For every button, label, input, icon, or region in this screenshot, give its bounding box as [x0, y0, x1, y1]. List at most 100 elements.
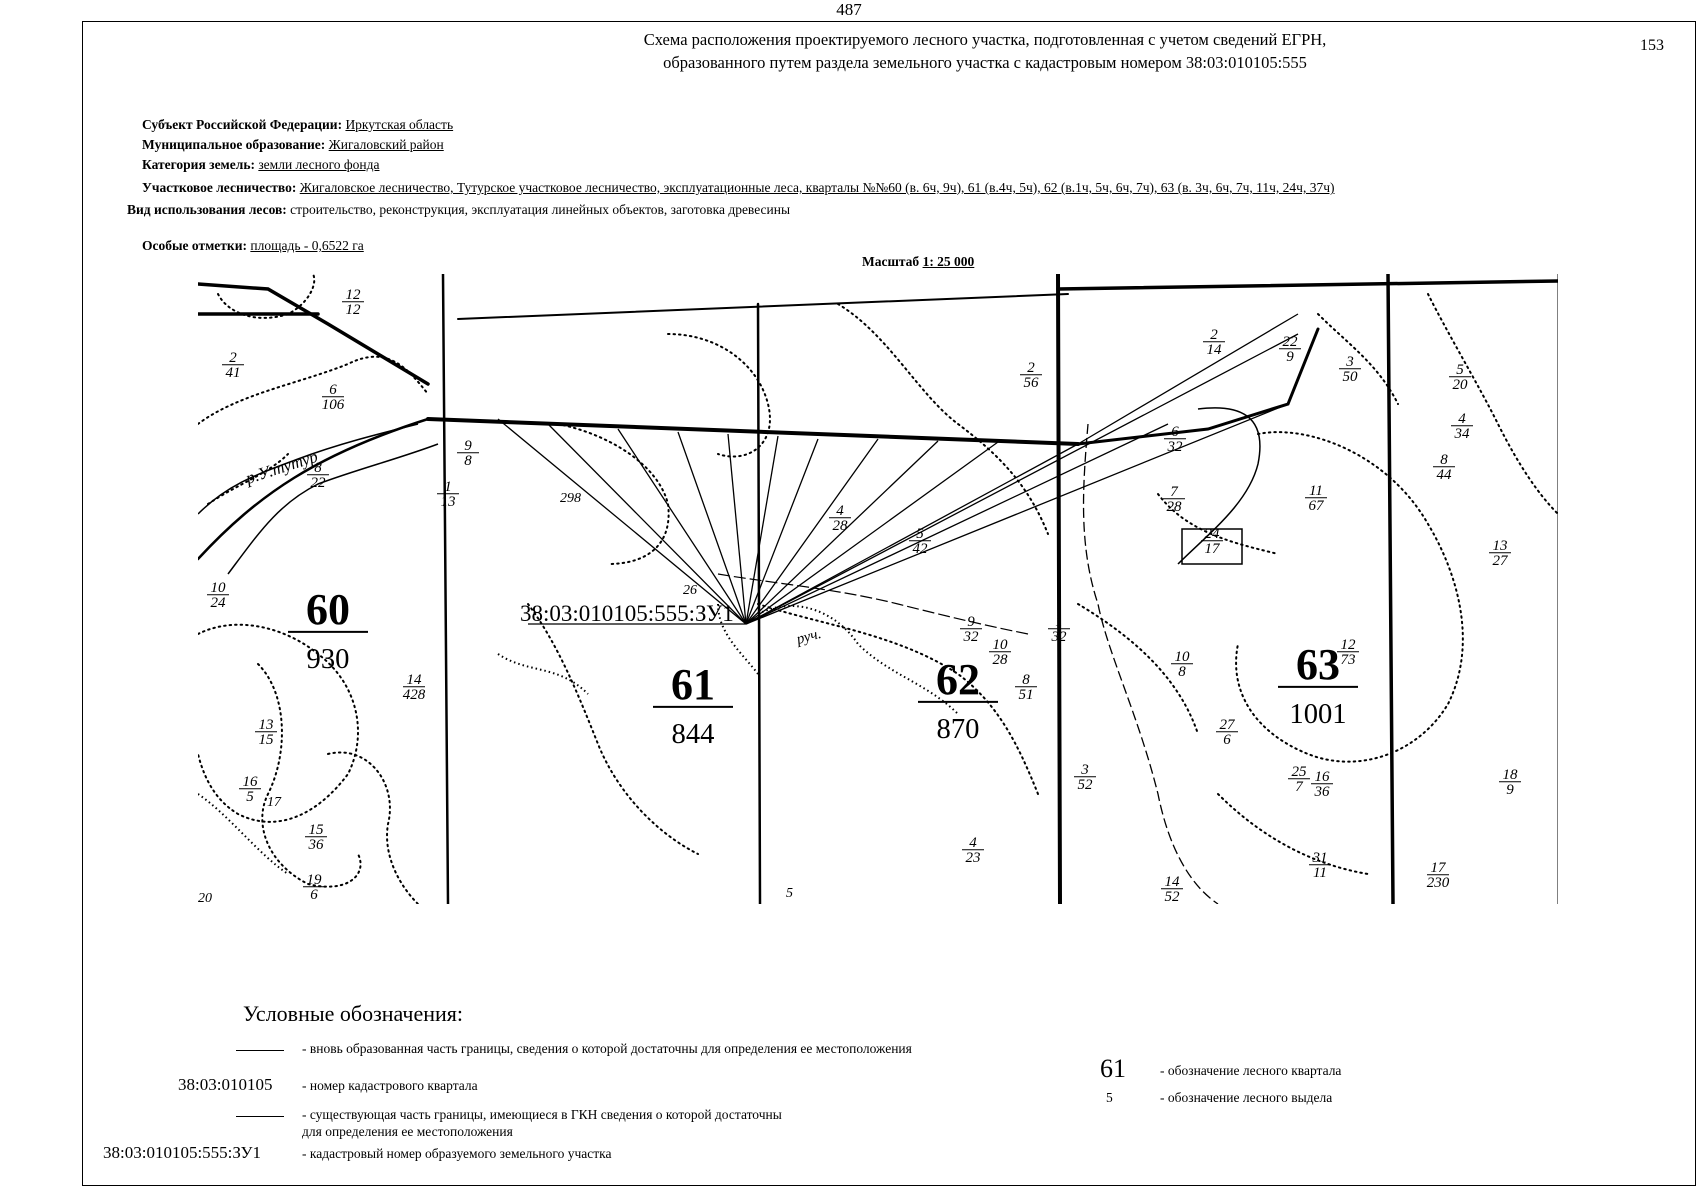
- legend-parcel-desc: - кадастровый номер образуемого земельно…: [302, 1146, 612, 1161]
- scale-value: 1: 25 000: [922, 254, 975, 269]
- lot-label-22: 229: [1279, 334, 1301, 365]
- lot-label-2-number: 6: [329, 382, 337, 398]
- lot-label-40-area: 52: [1165, 889, 1181, 904]
- lot-label-21-area: 14: [1207, 342, 1223, 358]
- legend-lot-code: 5: [1106, 1090, 1113, 1105]
- legend-cad-quarter-desc: - номер кадастрового квартала: [302, 1078, 478, 1093]
- forest-use-value: строительство, реконструкция, эксплуатац…: [290, 202, 791, 217]
- legend-quarter-desc: - обозначение лесного квартала: [1160, 1063, 1342, 1078]
- lot-label-23-number: 3: [1345, 354, 1354, 370]
- lot-label-20-area: 23: [966, 850, 981, 866]
- lot-label-12-number: 2: [1027, 360, 1035, 376]
- lot-label-28-number: 4: [1458, 411, 1466, 427]
- lot-label-29-area: 44: [1437, 467, 1453, 483]
- map-scale: Масштаб 1: 25 000: [862, 254, 974, 270]
- category-row: Категория земель: земли лесного фонда: [142, 157, 380, 173]
- lot-label-18: 851: [1015, 672, 1037, 703]
- lot-label-18-number: 8: [1022, 672, 1030, 688]
- scheme-title-line2: образованного путем раздела земельного у…: [663, 53, 1307, 72]
- lot-label-13-area: 28: [833, 518, 849, 534]
- lot-label-1: 241: [222, 350, 244, 381]
- municipality-value: Жигаловский район: [328, 137, 444, 152]
- lot-label-11: 196: [303, 872, 325, 903]
- lot-label-11-number: 19: [307, 872, 323, 888]
- lot-label-32-area: 73: [1341, 652, 1356, 668]
- lot-label-29: 844: [1433, 452, 1455, 483]
- single-marks: 298 26 5 17 20: [198, 491, 793, 904]
- lot-label-8-area: 15: [259, 732, 275, 748]
- lot-label-6-area: 24: [211, 595, 227, 611]
- lot-label-25-number: 6: [1171, 424, 1179, 440]
- lot-label-37-number: 18: [1503, 767, 1519, 783]
- legend-cad-quarter-code: 38:03:010105: [178, 1075, 273, 1094]
- lot-label-30-area: 17: [1205, 541, 1222, 557]
- legend-lot-desc: - обозначение лесного выдела: [1160, 1090, 1333, 1105]
- forestry-value: Жигаловское лесничество, Тутурское участ…: [299, 180, 1335, 195]
- lot-label-12: 256: [1020, 360, 1042, 391]
- lot-label-25: 632: [1164, 424, 1186, 455]
- lot-label-24: 520: [1449, 362, 1471, 393]
- quarter-boundaries: [198, 274, 1558, 904]
- legend-title: Условные обозначения:: [243, 1001, 464, 1026]
- lot-label-5-area: 13: [441, 494, 456, 510]
- lot-label-38-area: 11: [1313, 865, 1327, 881]
- lot-label-34-number: 27: [1220, 717, 1237, 733]
- legend-new-boundary-line: [236, 1050, 284, 1051]
- page-number: 487: [836, 0, 862, 19]
- lot-label-34: 276: [1216, 717, 1238, 748]
- notes-row: Особые отметки: площадь - 0,6522 га: [142, 238, 364, 254]
- lot-label-35-number: 25: [1292, 764, 1308, 780]
- lot-label-3-number: 8: [314, 460, 322, 476]
- lot-label-22-number: 22: [1283, 334, 1299, 350]
- lot-label-35-area: 7: [1295, 779, 1304, 795]
- lot-label-37-area: 9: [1506, 782, 1514, 798]
- lot-label-33-area: 8: [1178, 664, 1186, 680]
- mark-20: 20: [198, 891, 212, 904]
- mark-298: 298: [560, 491, 581, 506]
- lot-label-17: 132: [1048, 614, 1070, 645]
- lot-label-19-number: 3: [1080, 762, 1089, 778]
- lot-label-36-number: 16: [1315, 769, 1331, 785]
- lot-label-10-number: 15: [309, 822, 325, 838]
- lot-label-8-number: 13: [259, 717, 274, 733]
- lot-label-39-area: 230: [1427, 875, 1450, 891]
- lot-label-29-number: 8: [1440, 452, 1448, 468]
- sheet-number: 153: [1640, 37, 1664, 54]
- mark-17: 17: [267, 795, 282, 810]
- lot-label-32-number: 12: [1341, 637, 1357, 653]
- forestry-row: Участковое лесничество: Жигаловское лесн…: [142, 180, 1335, 196]
- lot-label-4-number: 9: [464, 438, 472, 454]
- scale-label: Масштаб: [862, 254, 920, 269]
- lot-label-15: 932: [960, 614, 982, 645]
- lot-label-37: 189: [1499, 767, 1521, 798]
- lot-label-7-area: 428: [403, 687, 426, 703]
- lot-label-10-area: 36: [308, 837, 325, 853]
- lot-label-27-area: 67: [1309, 498, 1326, 514]
- lot-label-26-area: 28: [1167, 499, 1183, 515]
- lot-label-19: 352: [1074, 762, 1096, 793]
- lot-label-33-number: 10: [1175, 649, 1191, 665]
- lot-label-20: 423: [962, 835, 984, 866]
- lot-label-25-area: 32: [1167, 439, 1184, 455]
- lot-label-11-area: 6: [310, 887, 318, 903]
- lot-label-33: 108: [1171, 649, 1193, 680]
- river-label: р.У.тутур: [242, 447, 320, 488]
- lot-label-13: 428: [829, 503, 851, 534]
- lot-label-4-area: 8: [464, 453, 472, 469]
- lot-label-26-number: 7: [1170, 484, 1179, 500]
- lot-label-24-area: 20: [1453, 377, 1469, 393]
- lot-label-19-area: 52: [1078, 777, 1094, 793]
- lot-label-23: 350: [1339, 354, 1361, 385]
- lot-label-28-area: 34: [1454, 426, 1471, 442]
- lot-label-0-area: 12: [346, 302, 362, 318]
- municipality-label: Муниципальное образование:: [142, 137, 326, 152]
